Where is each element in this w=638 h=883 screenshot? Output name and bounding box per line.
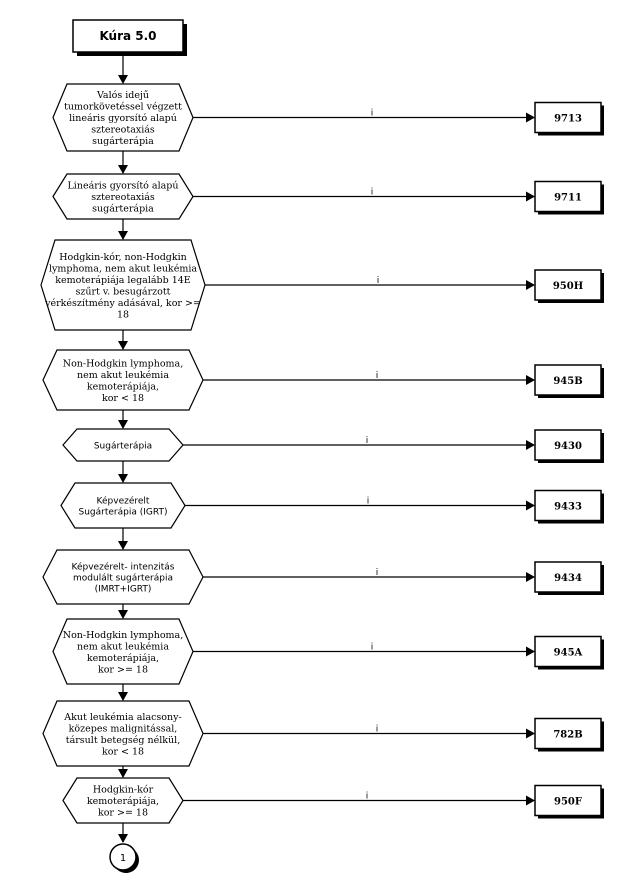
code-label: 9434 <box>554 573 582 584</box>
branch-label: i <box>371 643 374 653</box>
code-box <box>534 561 602 593</box>
branch-label: i <box>377 276 380 286</box>
branch-label: i <box>371 188 374 198</box>
decision-label: Akut leukémia alacsony-közepes malignitá… <box>63 712 181 758</box>
branch-label: i <box>376 371 379 381</box>
connector-label: 1 <box>120 853 126 864</box>
branch-label: i <box>376 568 379 578</box>
code-box <box>534 784 602 817</box>
code-label: 950H <box>553 281 583 292</box>
code-box <box>534 429 602 461</box>
decision-label: Sugárterápia <box>94 442 152 452</box>
decision-node <box>42 700 204 767</box>
decision-node <box>62 428 184 462</box>
code-box <box>534 364 602 396</box>
code-box <box>534 717 602 750</box>
decision-node <box>42 349 204 411</box>
decision-node <box>42 549 204 605</box>
code-box <box>534 489 602 522</box>
code-label: 950F <box>554 797 582 808</box>
branch-label: i <box>367 497 370 507</box>
connector-circle <box>109 843 137 871</box>
code-label: 9713 <box>554 114 582 125</box>
code-label: 9711 <box>554 193 582 204</box>
decision-node <box>60 482 186 529</box>
code-label: 945B <box>553 376 582 387</box>
code-box <box>534 101 602 134</box>
code-label: 9430 <box>554 441 582 452</box>
code-label: 782B <box>553 730 582 741</box>
branch-label: i <box>376 725 379 735</box>
decision-node <box>52 173 194 220</box>
code-label: 945A <box>554 648 583 659</box>
start-box <box>72 19 184 53</box>
branch-label: i <box>366 436 369 446</box>
decision-node <box>40 239 206 331</box>
code-box <box>534 180 602 213</box>
decision-node <box>52 83 194 152</box>
code-box <box>534 269 602 301</box>
branch-label: i <box>371 109 374 119</box>
branch-label: i <box>366 792 369 802</box>
decision-node <box>52 618 194 685</box>
decision-node <box>62 777 184 824</box>
code-label: 9433 <box>554 502 582 513</box>
code-box <box>534 635 602 668</box>
start-label: Kúra 5.0 <box>99 29 156 43</box>
